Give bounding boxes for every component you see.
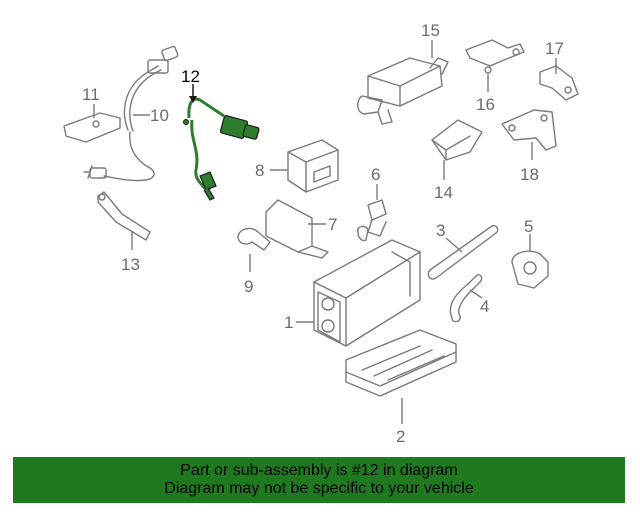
part-14-map-sensor[interactable] [431,119,483,180]
label-4: 4 [480,297,489,316]
part-2-tray[interactable] [345,329,457,424]
label-2: 2 [396,427,405,446]
banner-line-1: Part or sub-assembly is #12 in diagram [180,462,458,479]
label-16: 16 [476,95,495,114]
part-4-hose[interactable] [449,273,483,323]
label-11: 11 [82,85,100,104]
parts-diagram: 10 11 13 12 8 6 [63,21,579,446]
part-15-purge-valve[interactable] [357,40,449,125]
part-17-sensor[interactable] [539,58,579,101]
label-10: 10 [150,106,169,125]
part-6-valve[interactable] [357,184,387,242]
part-18-bracket[interactable] [501,109,557,160]
label-1: 1 [284,313,293,332]
part-11-bracket[interactable] [63,104,121,143]
part-13-bracket[interactable] [97,191,151,250]
part-10-oxygen-sensor[interactable] [83,45,179,182]
label-15: 15 [421,21,440,40]
part-16-bracket[interactable] [465,39,525,92]
label-3: 3 [436,221,445,240]
part-3-hose[interactable] [427,224,499,280]
label-17: 17 [545,39,564,58]
label-13: 13 [121,255,140,274]
label-12: 12 [181,67,200,86]
label-7: 7 [328,215,337,234]
part-12-oxygen-sensor[interactable] [183,84,260,201]
label-5: 5 [524,217,533,236]
label-14: 14 [434,183,453,202]
label-9: 9 [244,277,253,296]
part-9-hose[interactable] [237,227,271,272]
part-7-bracket[interactable] [265,199,329,259]
label-8: 8 [255,161,264,180]
part-5-valve[interactable] [511,234,549,289]
part-1-vapor-canister[interactable] [296,239,421,347]
label-6: 6 [371,165,380,184]
label-18: 18 [520,165,539,184]
info-banner: Part or sub-assembly is #12 in diagram D… [13,457,625,503]
banner-line-2: Diagram may not be specific to your vehi… [164,480,474,497]
part-8-control-module[interactable] [270,139,339,193]
